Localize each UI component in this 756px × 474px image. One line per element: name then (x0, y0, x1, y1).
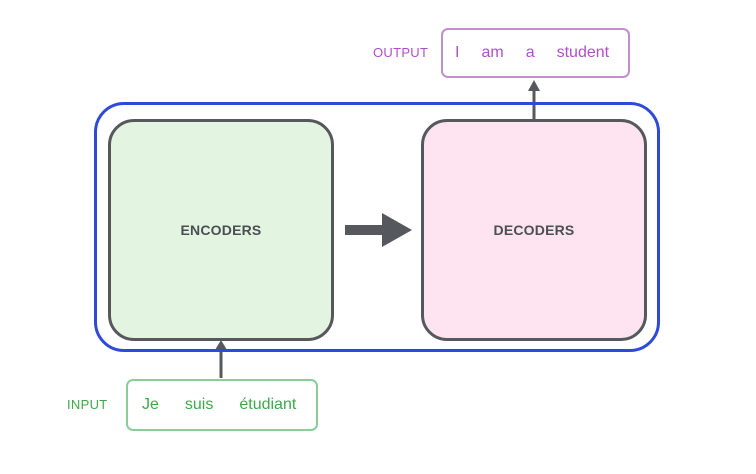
encoders-label: ENCODERS (180, 222, 262, 238)
decoders-label: DECODERS (493, 222, 575, 238)
input-box: Je suis étudiant (126, 379, 318, 431)
output-word: am (481, 44, 504, 61)
input-label: INPUT (67, 397, 108, 412)
input-word: suis (184, 396, 214, 413)
output-word: student (556, 44, 610, 61)
input-to-encoders-arrow (215, 340, 227, 378)
transformer-frame (94, 102, 660, 352)
output-word: a (525, 44, 535, 61)
encoders-to-decoders-arrow (345, 213, 412, 247)
input-word: Je (142, 396, 159, 413)
output-word: I (455, 44, 460, 61)
decoders-block: DECODERS (421, 119, 647, 341)
input-word: étudiant (239, 396, 297, 413)
output-box: I am a student (441, 28, 630, 78)
output-label: OUTPUT (373, 45, 429, 60)
encoders-block: ENCODERS (108, 119, 334, 341)
